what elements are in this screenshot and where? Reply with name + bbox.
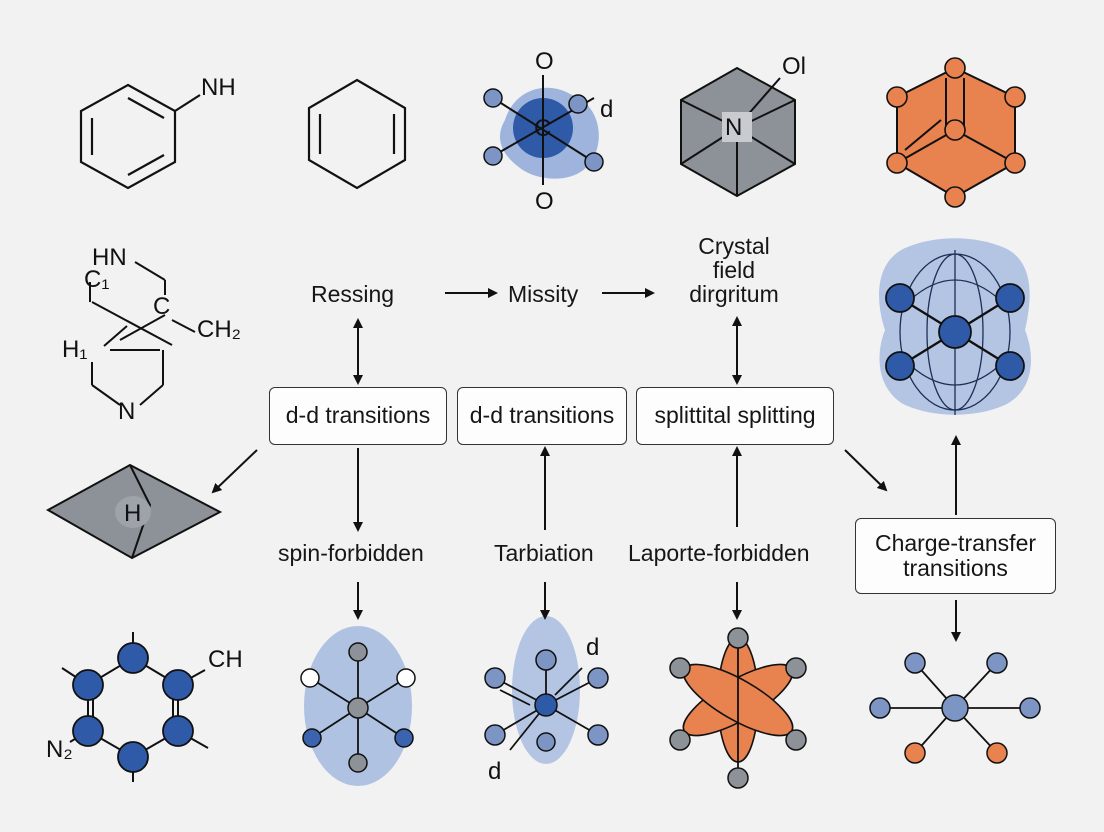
box-charge-transfer: Charge-transfer transitions [855, 518, 1056, 594]
ring-n2-label: N₂ [46, 736, 73, 763]
octa-o-bottom-label: O [535, 188, 554, 215]
blue-oval-complex [300, 626, 416, 786]
node-laporte-forbidden: Laporte-forbidden [628, 540, 810, 566]
blue-ring-structure [61, 632, 209, 782]
orange-hexagon-structure [886, 57, 1026, 208]
ring-ch-label: CH [208, 646, 243, 673]
node-crystal-field: Crystal field dirgritum [689, 233, 779, 308]
node-missity: Missity [508, 281, 579, 307]
bicyclic-amine-structure [89, 261, 196, 406]
flow-arrows [211, 288, 961, 642]
node-spin-forbidden: spin-forbidden [278, 540, 424, 566]
bicyclic-c1-label: C₁ [84, 266, 110, 293]
box-dd-transitions-1: d-d transitions [269, 387, 447, 445]
tarbiation-complex [484, 616, 609, 764]
grey-cube-structure [680, 66, 796, 198]
node-ressing: Ressing [311, 281, 395, 307]
grey-diamond-structure [45, 463, 223, 560]
box-dd-transitions-2: d-d transitions [457, 387, 627, 445]
box-splitting: splittital splitting [636, 387, 834, 445]
node-tarbiation: Tarbiation [494, 540, 594, 566]
aniline-nh-label: NH [201, 74, 236, 101]
bicyclic-h1-label: H₁ [62, 336, 88, 363]
octa-d-label: d [600, 96, 614, 123]
tarb-d-bottom-label: d [488, 758, 502, 785]
star-complex [869, 652, 1041, 764]
aniline-structure [79, 83, 201, 190]
octa-center-label: C [534, 115, 552, 142]
octahedral-blue-complex [483, 75, 604, 185]
octa-o-top-label: O [535, 48, 554, 75]
cube-ol-label: Ol [782, 53, 806, 80]
blue-cage-complex [879, 238, 1031, 415]
diamond-h-label: H [124, 500, 142, 527]
bicyclic-hn-label: HN [92, 244, 127, 271]
tarb-d-top-label: d [586, 634, 600, 661]
bicyclic-c-label: C [153, 293, 171, 320]
bicyclic-n-label: N [118, 398, 136, 425]
orange-flower-complex [669, 627, 807, 789]
cube-n-label: N [725, 114, 743, 141]
bicyclic-ch2-label: CH₂ [197, 316, 241, 343]
cyclohexadiene-structure [307, 78, 407, 190]
